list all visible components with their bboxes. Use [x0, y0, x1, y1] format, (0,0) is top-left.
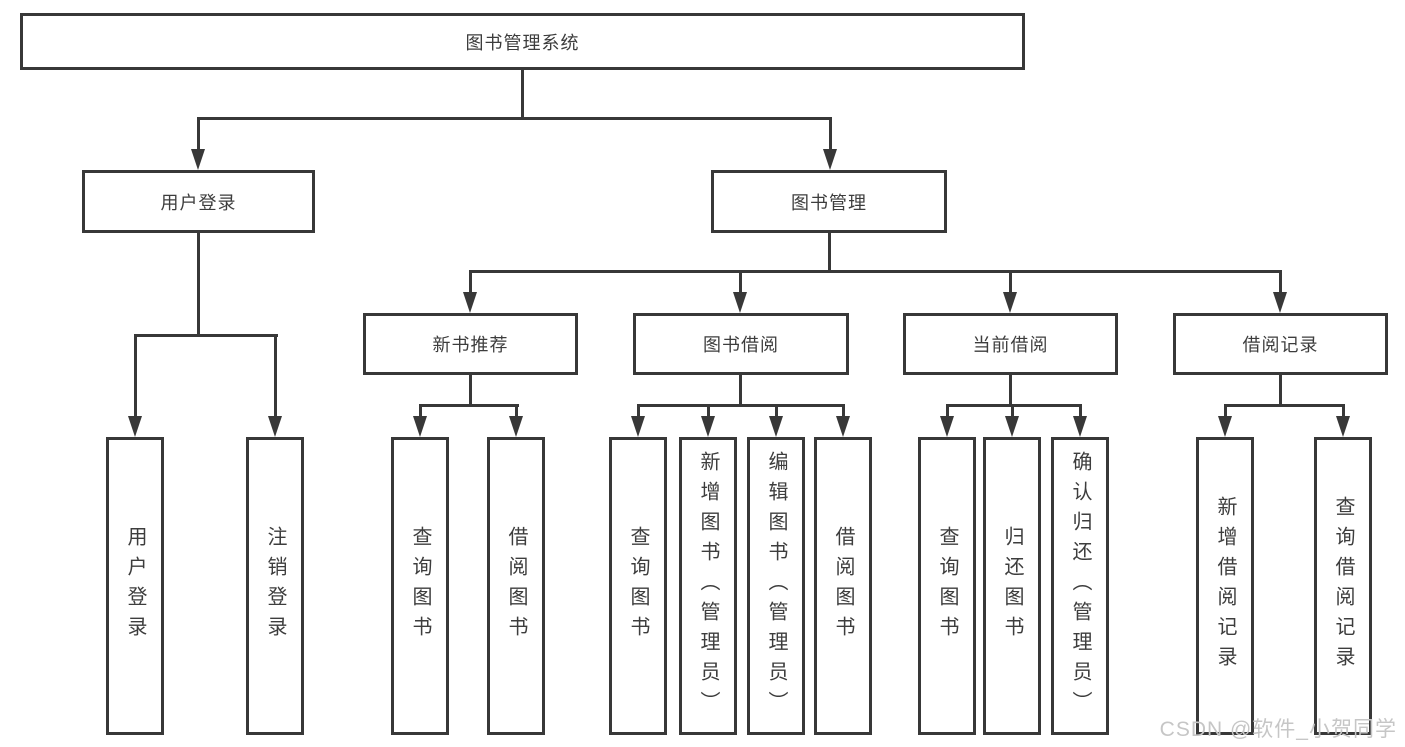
leaf-logout: 注销登录 [246, 437, 304, 735]
leaf-borrow-books-recommend: 借阅图书 [487, 437, 545, 735]
connector-arrowhead [769, 416, 783, 437]
connector-line [197, 233, 200, 337]
connector-line [274, 334, 277, 418]
node-root-library-system: 图书管理系统 [20, 13, 1025, 70]
connector-arrowhead [509, 416, 523, 437]
connector-arrowhead [268, 416, 282, 437]
connector-line [946, 404, 1082, 407]
node-label: 用户登录 [160, 192, 237, 213]
connector-arrowhead [631, 416, 645, 437]
connector-line [469, 270, 472, 295]
connector-line [134, 334, 278, 337]
leaf-return-books: 归还图书 [983, 437, 1041, 735]
connector-line [419, 404, 519, 407]
connector-line [134, 334, 137, 418]
connector-line [1279, 270, 1282, 295]
connector-line [197, 117, 832, 120]
leaf-label: 借阅图书 [832, 526, 854, 646]
leaf-query-books-current: 查询图书 [918, 437, 976, 735]
leaf-label: 查询图书 [409, 526, 431, 646]
node-label: 新书推荐 [432, 335, 509, 355]
leaf-label: 借阅图书 [505, 526, 527, 646]
leaf-label: 新增借阅记录 [1214, 496, 1236, 676]
connector-line [775, 404, 778, 418]
node-new-book-recommend: 新书推荐 [363, 313, 578, 375]
csdn-watermark: CSDN @软件_小贺同学 [1159, 718, 1397, 741]
leaf-label: 归还图书 [1001, 526, 1023, 646]
node-book-management: 图书管理 [711, 170, 947, 233]
connector-arrowhead [1005, 416, 1019, 437]
node-label: 借阅记录 [1242, 335, 1319, 355]
node-label: 当前借阅 [972, 335, 1049, 355]
connector-line [637, 404, 640, 418]
connector-line [1009, 375, 1012, 407]
connector-arrowhead [413, 416, 427, 437]
connector-line [828, 233, 831, 273]
leaf-label: 编辑图书（管理员） [765, 451, 787, 721]
leaf-borrow-books: 借阅图书 [814, 437, 872, 735]
connector-arrowhead [823, 149, 837, 170]
connector-line [197, 117, 200, 151]
connector-arrowhead [940, 416, 954, 437]
node-book-borrowing: 图书借阅 [633, 313, 849, 375]
connector-line [521, 70, 524, 118]
connector-line [739, 375, 742, 407]
connector-arrowhead [733, 292, 747, 313]
connector-line [1224, 404, 1345, 407]
connector-arrowhead [1336, 416, 1350, 437]
node-label: 图书借阅 [703, 335, 779, 355]
connector-line [829, 117, 832, 151]
leaf-label: 新增图书（管理员） [697, 451, 719, 721]
leaf-query-books-recommend: 查询图书 [391, 437, 449, 735]
leaf-label: 查询图书 [936, 526, 958, 646]
leaf-query-books-borrowing: 查询图书 [609, 437, 667, 735]
connector-arrowhead [701, 416, 715, 437]
leaf-confirm-return-admin: 确认归还（管理员） [1051, 437, 1109, 735]
connector-line [1342, 404, 1345, 418]
leaf-label: 查询借阅记录 [1332, 496, 1354, 676]
connector-line [637, 404, 845, 407]
connector-arrowhead [128, 416, 142, 437]
leaf-label: 用户登录 [124, 526, 146, 646]
connector-line [946, 404, 949, 418]
connector-arrowhead [191, 149, 205, 170]
node-label: 图书管理 [791, 192, 867, 213]
node-user-login: 用户登录 [82, 170, 315, 233]
leaf-edit-books-admin: 编辑图书（管理员） [747, 437, 805, 735]
connector-arrowhead [836, 416, 850, 437]
leaf-user-login: 用户登录 [106, 437, 164, 735]
connector-line [515, 404, 518, 418]
node-current-borrowing: 当前借阅 [903, 313, 1118, 375]
connector-arrowhead [463, 292, 477, 313]
connector-line [419, 404, 422, 418]
connector-arrowhead [1218, 416, 1232, 437]
connector-arrowhead [1003, 292, 1017, 313]
connector-arrowhead [1273, 292, 1287, 313]
connector-arrowhead [1073, 416, 1087, 437]
connector-line [1011, 404, 1014, 418]
leaf-add-books-admin: 新增图书（管理员） [679, 437, 737, 735]
leaf-query-borrow-record: 查询借阅记录 [1314, 437, 1372, 735]
node-borrowing-records: 借阅记录 [1173, 313, 1388, 375]
leaf-add-borrow-record: 新增借阅记录 [1196, 437, 1254, 735]
leaf-label: 查询图书 [627, 526, 649, 646]
connector-line [469, 270, 1282, 273]
leaf-label: 注销登录 [264, 526, 286, 646]
connector-line [1009, 270, 1012, 295]
leaf-label: 确认归还（管理员） [1069, 451, 1091, 721]
connector-line [1079, 404, 1082, 418]
connector-line [707, 404, 710, 418]
node-label: 图书管理系统 [465, 32, 580, 53]
connector-line [739, 270, 742, 295]
connector-line [1224, 404, 1227, 418]
connector-line [469, 375, 472, 407]
connector-line [1279, 375, 1282, 407]
connector-line [842, 404, 845, 418]
